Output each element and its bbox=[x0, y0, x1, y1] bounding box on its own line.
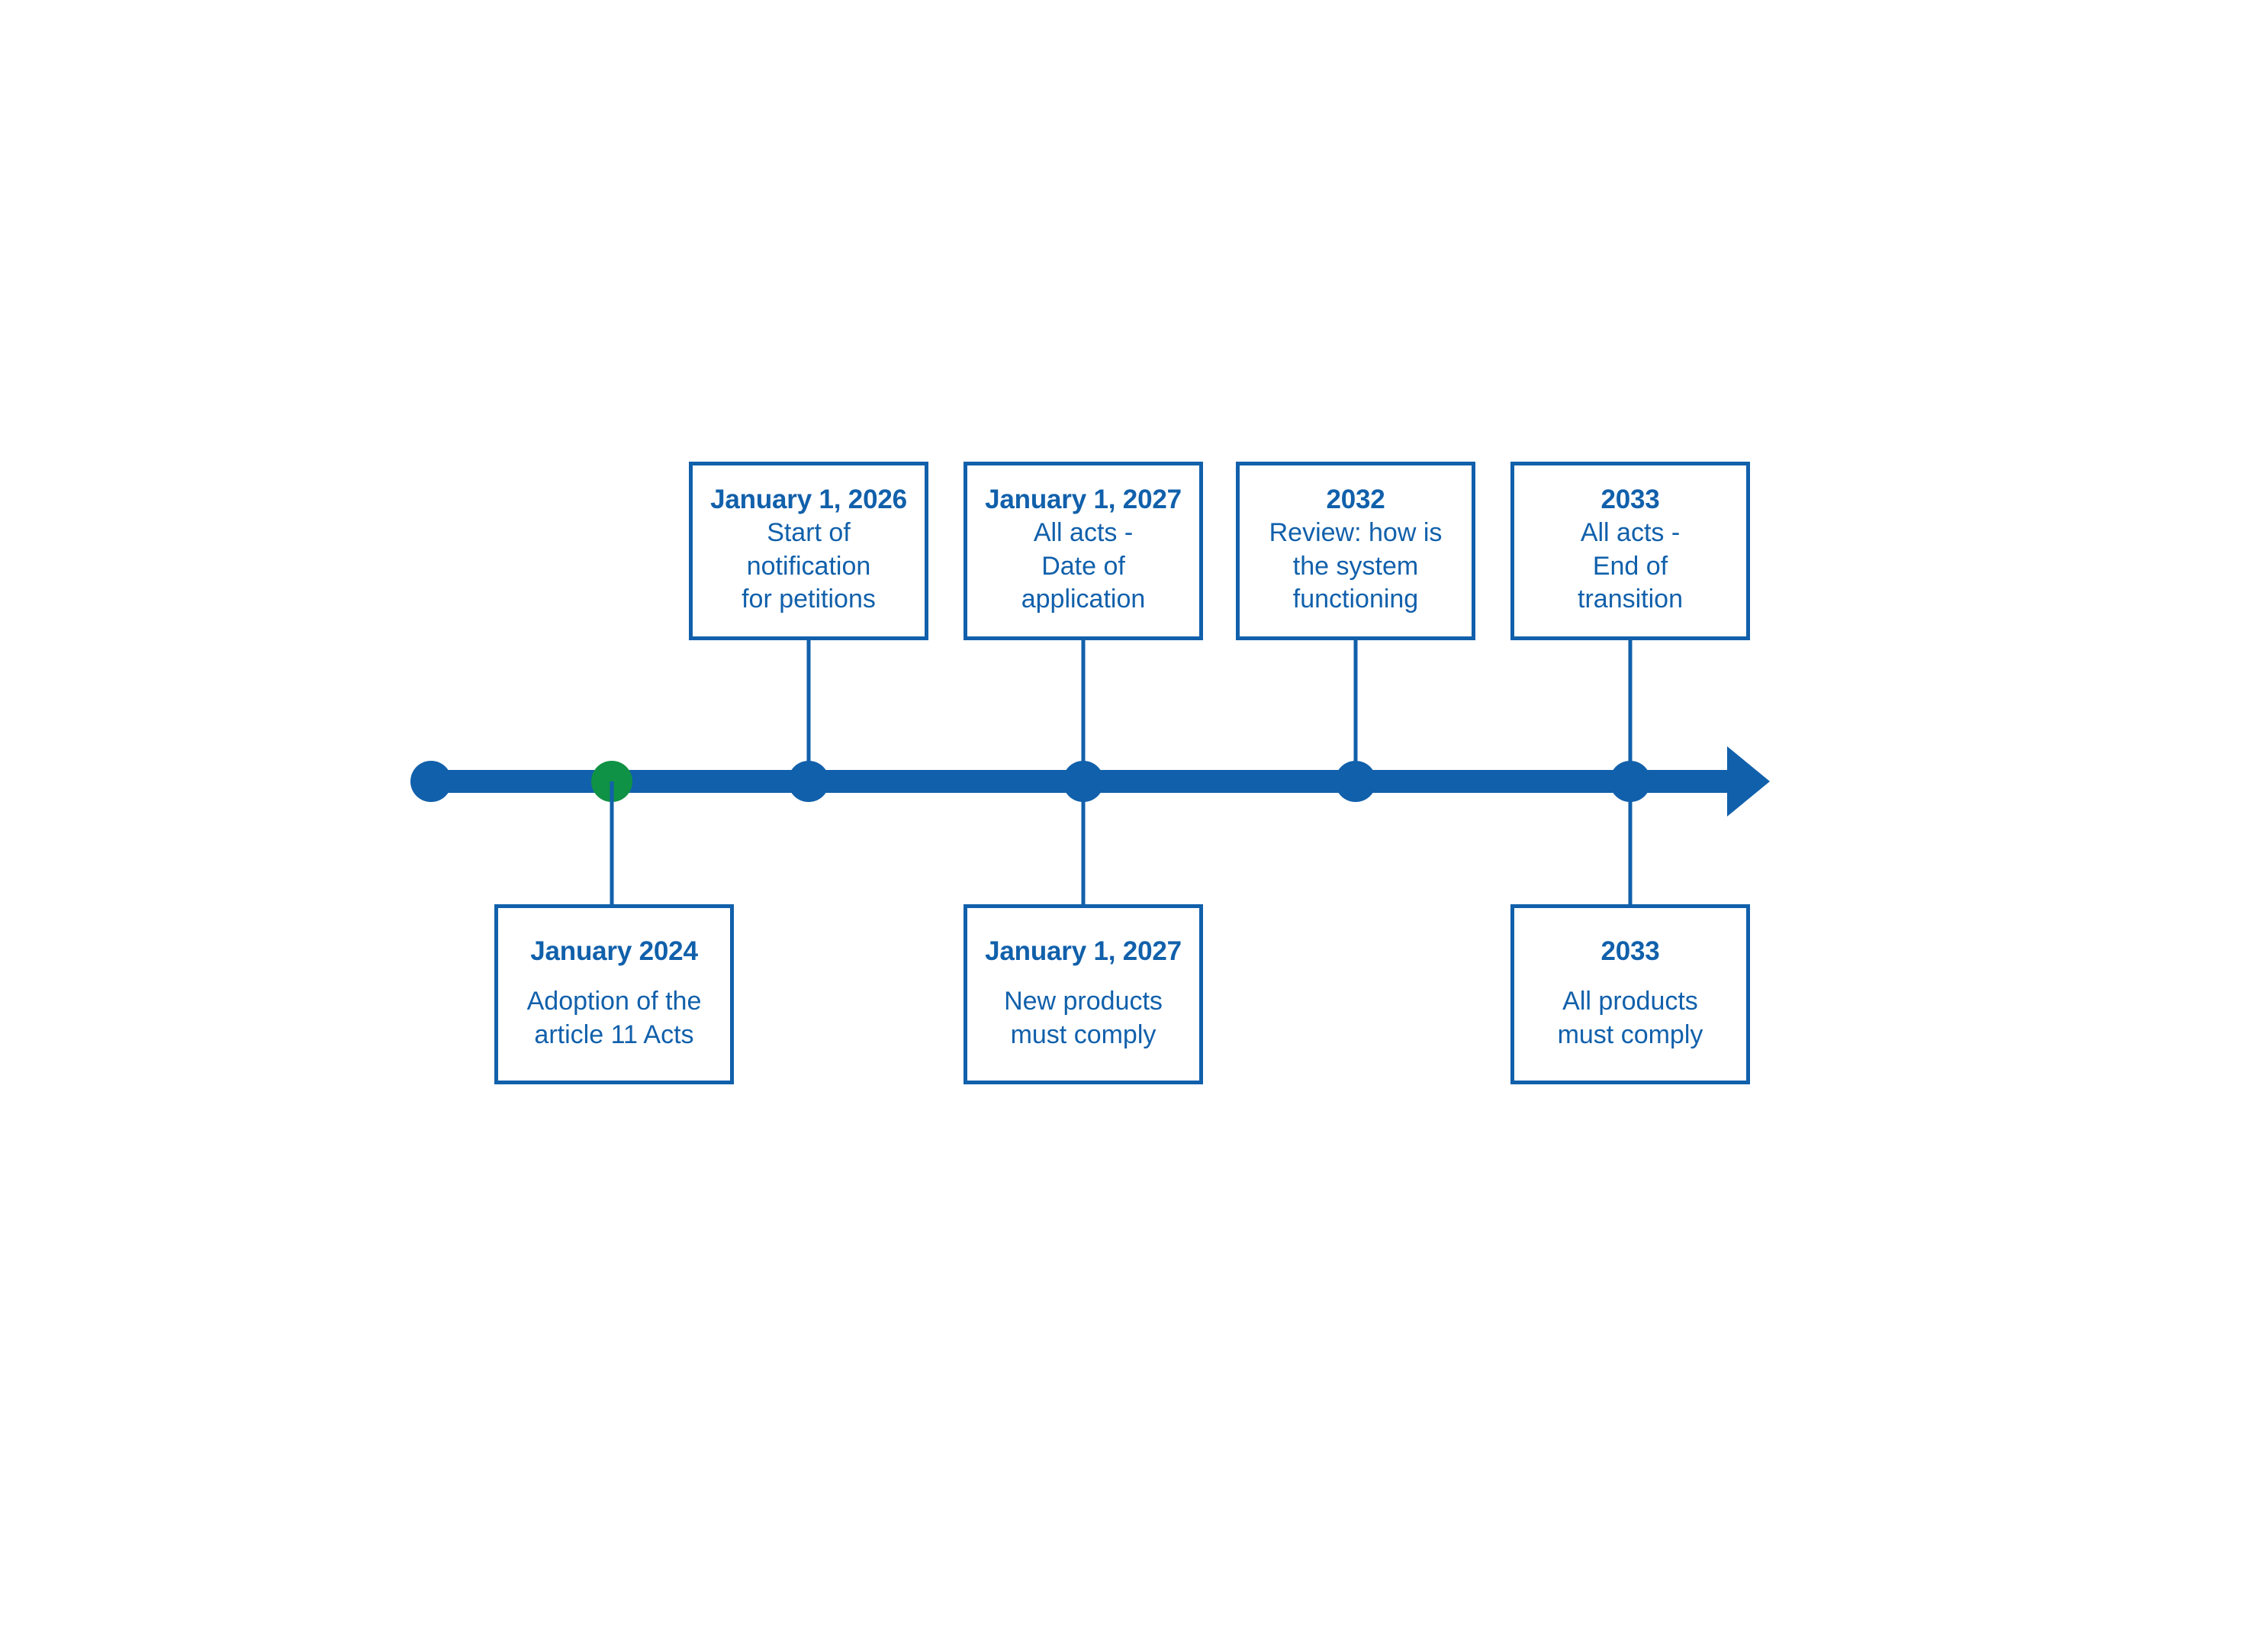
callout-2027-new-products-title: January 1, 2027 bbox=[985, 936, 1182, 966]
callout-2033-transition-title: 2033 bbox=[1600, 485, 1660, 515]
callout-body-line: All acts - bbox=[1580, 518, 1681, 548]
callout-body-line: the system bbox=[1292, 551, 1419, 581]
callout-2024-adoption-title: January 2024 bbox=[530, 936, 698, 966]
callout-body-line: article 11 Acts bbox=[534, 1019, 694, 1049]
callout-2027-application-connector bbox=[1081, 639, 1086, 781]
milestone-dot-dot-start[interactable] bbox=[410, 761, 452, 802]
timeline-arrow-head-icon bbox=[1727, 746, 1770, 816]
callout-2026-title: January 1, 2026 bbox=[710, 485, 907, 515]
callout-body-line: All products bbox=[1562, 987, 1698, 1016]
callout-2027-application-title: January 1, 2027 bbox=[985, 485, 1182, 515]
callout-body-line: All acts - bbox=[1033, 518, 1134, 548]
callout-body-line: End of bbox=[1592, 551, 1668, 581]
callout-body-line: must comply bbox=[1557, 1019, 1703, 1049]
callout-body-line: application bbox=[1021, 585, 1146, 614]
callout-body-line: for petitions bbox=[742, 585, 876, 614]
callout-2024-adoption-connector bbox=[610, 781, 614, 904]
callout-body-line: Start of bbox=[767, 518, 851, 548]
callout-2026-connector bbox=[806, 639, 811, 781]
callout-body-line: Review: how is bbox=[1269, 518, 1443, 548]
callout-2024-adoption-body: Adoption of the article 11 Acts bbox=[527, 985, 702, 1052]
callout-2033-all-products-connector bbox=[1628, 781, 1633, 904]
callout-body-line: Adoption of the bbox=[526, 987, 702, 1016]
callout-body-line: functioning bbox=[1292, 585, 1419, 614]
callout-body-line: New products bbox=[1004, 987, 1163, 1016]
callout-body-line: transition bbox=[1578, 585, 1683, 614]
callout-2033-all-products-title: 2033 bbox=[1600, 936, 1660, 966]
callout-2027-new-products-body: New products must comply bbox=[1004, 985, 1163, 1052]
callout-body-line: must comply bbox=[1010, 1019, 1157, 1049]
callout-2032-review-connector bbox=[1353, 639, 1358, 781]
callout-2032-review-title: 2032 bbox=[1326, 485, 1385, 515]
callout-body-line: notification bbox=[746, 551, 871, 581]
callout-2033-transition-body: All acts -End of transition bbox=[1578, 517, 1683, 617]
callout-body-line: Date of bbox=[1041, 551, 1125, 581]
callout-2027-new-products-connector bbox=[1081, 781, 1086, 904]
callout-2033-all-products-body: All products must comply bbox=[1558, 985, 1703, 1052]
callout-2027-application-body: All acts -Date of application bbox=[1021, 517, 1146, 617]
callout-2033-transition-connector bbox=[1628, 639, 1633, 781]
